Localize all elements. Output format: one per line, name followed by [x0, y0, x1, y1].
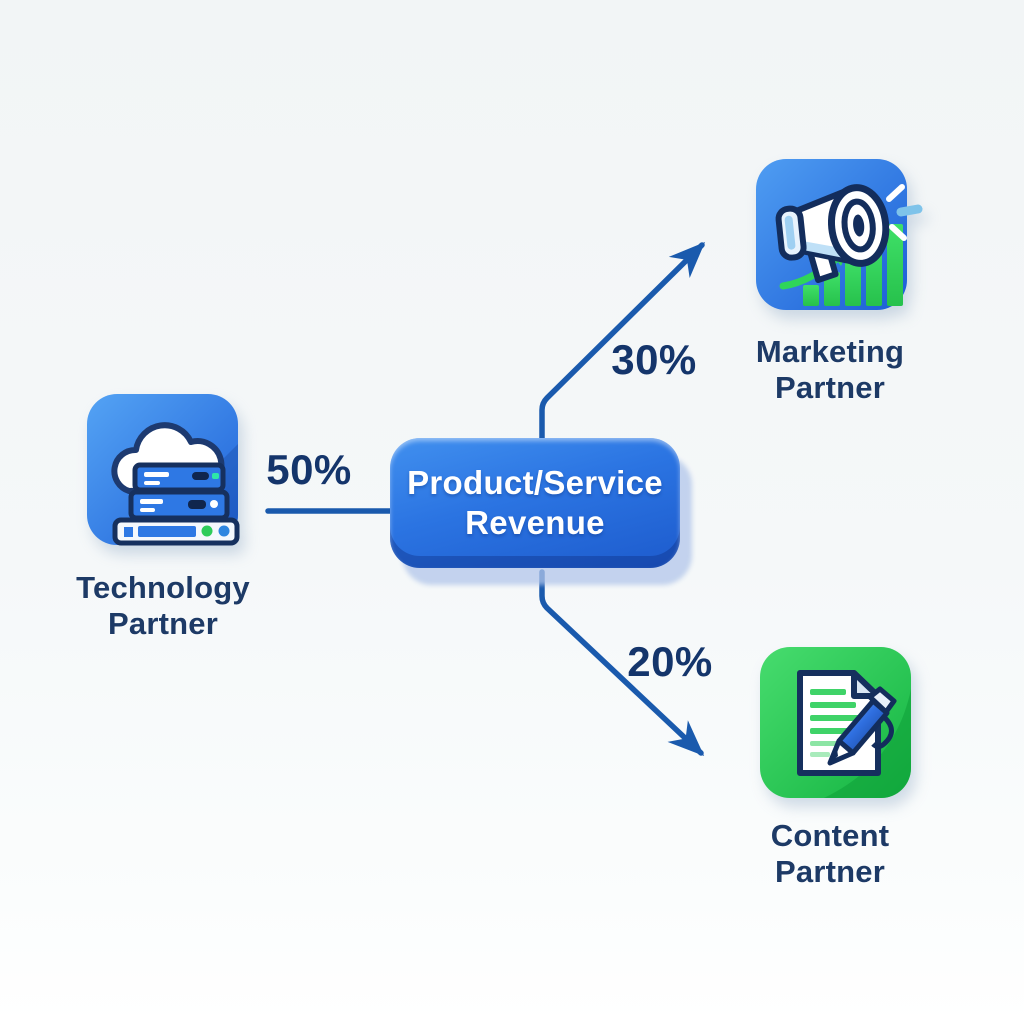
- revenue-box-label: Product/Service Revenue: [407, 464, 663, 541]
- percent-technology: 50%: [266, 446, 352, 493]
- technology-partner-label: Technology Partner: [76, 570, 250, 641]
- content-partner-label: Content Partner: [770, 818, 890, 889]
- document-pen-icon: [760, 647, 911, 798]
- percent-content: 20%: [627, 638, 713, 685]
- percent-marketing: 30%: [611, 336, 697, 383]
- revenue-box: Product/Service Revenue: [390, 438, 680, 568]
- megaphone-growth-icon: [756, 159, 923, 310]
- cloud-server-icon: [87, 394, 240, 546]
- marketing-partner-label: Marketing Partner: [755, 334, 905, 405]
